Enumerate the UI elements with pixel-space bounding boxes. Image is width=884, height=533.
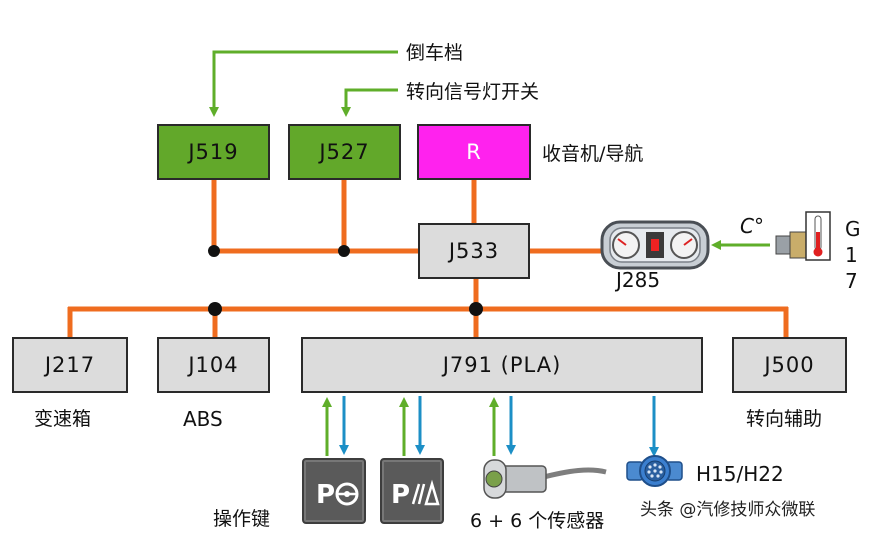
j519-label: J519 <box>188 140 239 164</box>
connector-icon <box>626 455 683 487</box>
transmission-label: 变速箱 <box>34 408 92 430</box>
j533-label: J533 <box>448 239 500 263</box>
j104-module: J104 <box>157 337 270 393</box>
radio-module: R <box>417 124 531 180</box>
temperature-sensor-icon <box>775 211 831 261</box>
power-steering-label: 转向辅助 <box>746 408 823 430</box>
j527-module: J527 <box>288 124 401 180</box>
operating-keys-label: 操作键 <box>213 508 271 530</box>
parking-distance-key[interactable]: P <box>380 458 444 524</box>
pla-arrows <box>322 396 659 457</box>
reverse-gear-label: 倒车档 <box>406 42 464 64</box>
j527-label: J527 <box>319 140 370 164</box>
j791-pla-module: J791 (PLA) <box>301 337 703 393</box>
j285-label: J285 <box>616 268 661 292</box>
h15-h22-label: H15/H22 <box>696 462 784 486</box>
abs-label: ABS <box>183 407 223 431</box>
j519-module: J519 <box>157 124 270 180</box>
svg-text:P: P <box>391 480 410 510</box>
svg-text:P: P <box>316 480 335 510</box>
junction-dots <box>208 245 483 316</box>
j500-module: J500 <box>732 337 847 393</box>
j500-label: J500 <box>764 353 815 377</box>
input-arrows-top <box>209 50 770 250</box>
j217-module: J217 <box>12 337 128 393</box>
j533-gateway: J533 <box>418 223 530 279</box>
park-assist-key[interactable]: P <box>302 458 366 524</box>
j217-label: J217 <box>44 353 96 377</box>
sensors-label: 6 + 6 个传感器 <box>470 510 605 532</box>
ultrasonic-sensor-icon <box>483 459 607 499</box>
radio-module-label: R <box>466 140 482 164</box>
radio-nav-label: 收音机/导航 <box>542 143 644 165</box>
instrument-cluster-icon <box>600 220 710 270</box>
park-distance-icon: P <box>391 479 440 510</box>
turn-signal-switch-label: 转向信号灯开关 <box>406 81 540 103</box>
temperature-unit-label: C° <box>740 214 764 238</box>
park-steer-icon: P <box>316 480 359 510</box>
g17-label: G17 <box>845 217 861 293</box>
j104-label: J104 <box>188 353 239 377</box>
watermark: 头条 @汽修技师众微联 <box>640 500 816 520</box>
j791-label: J791 (PLA) <box>442 353 562 377</box>
